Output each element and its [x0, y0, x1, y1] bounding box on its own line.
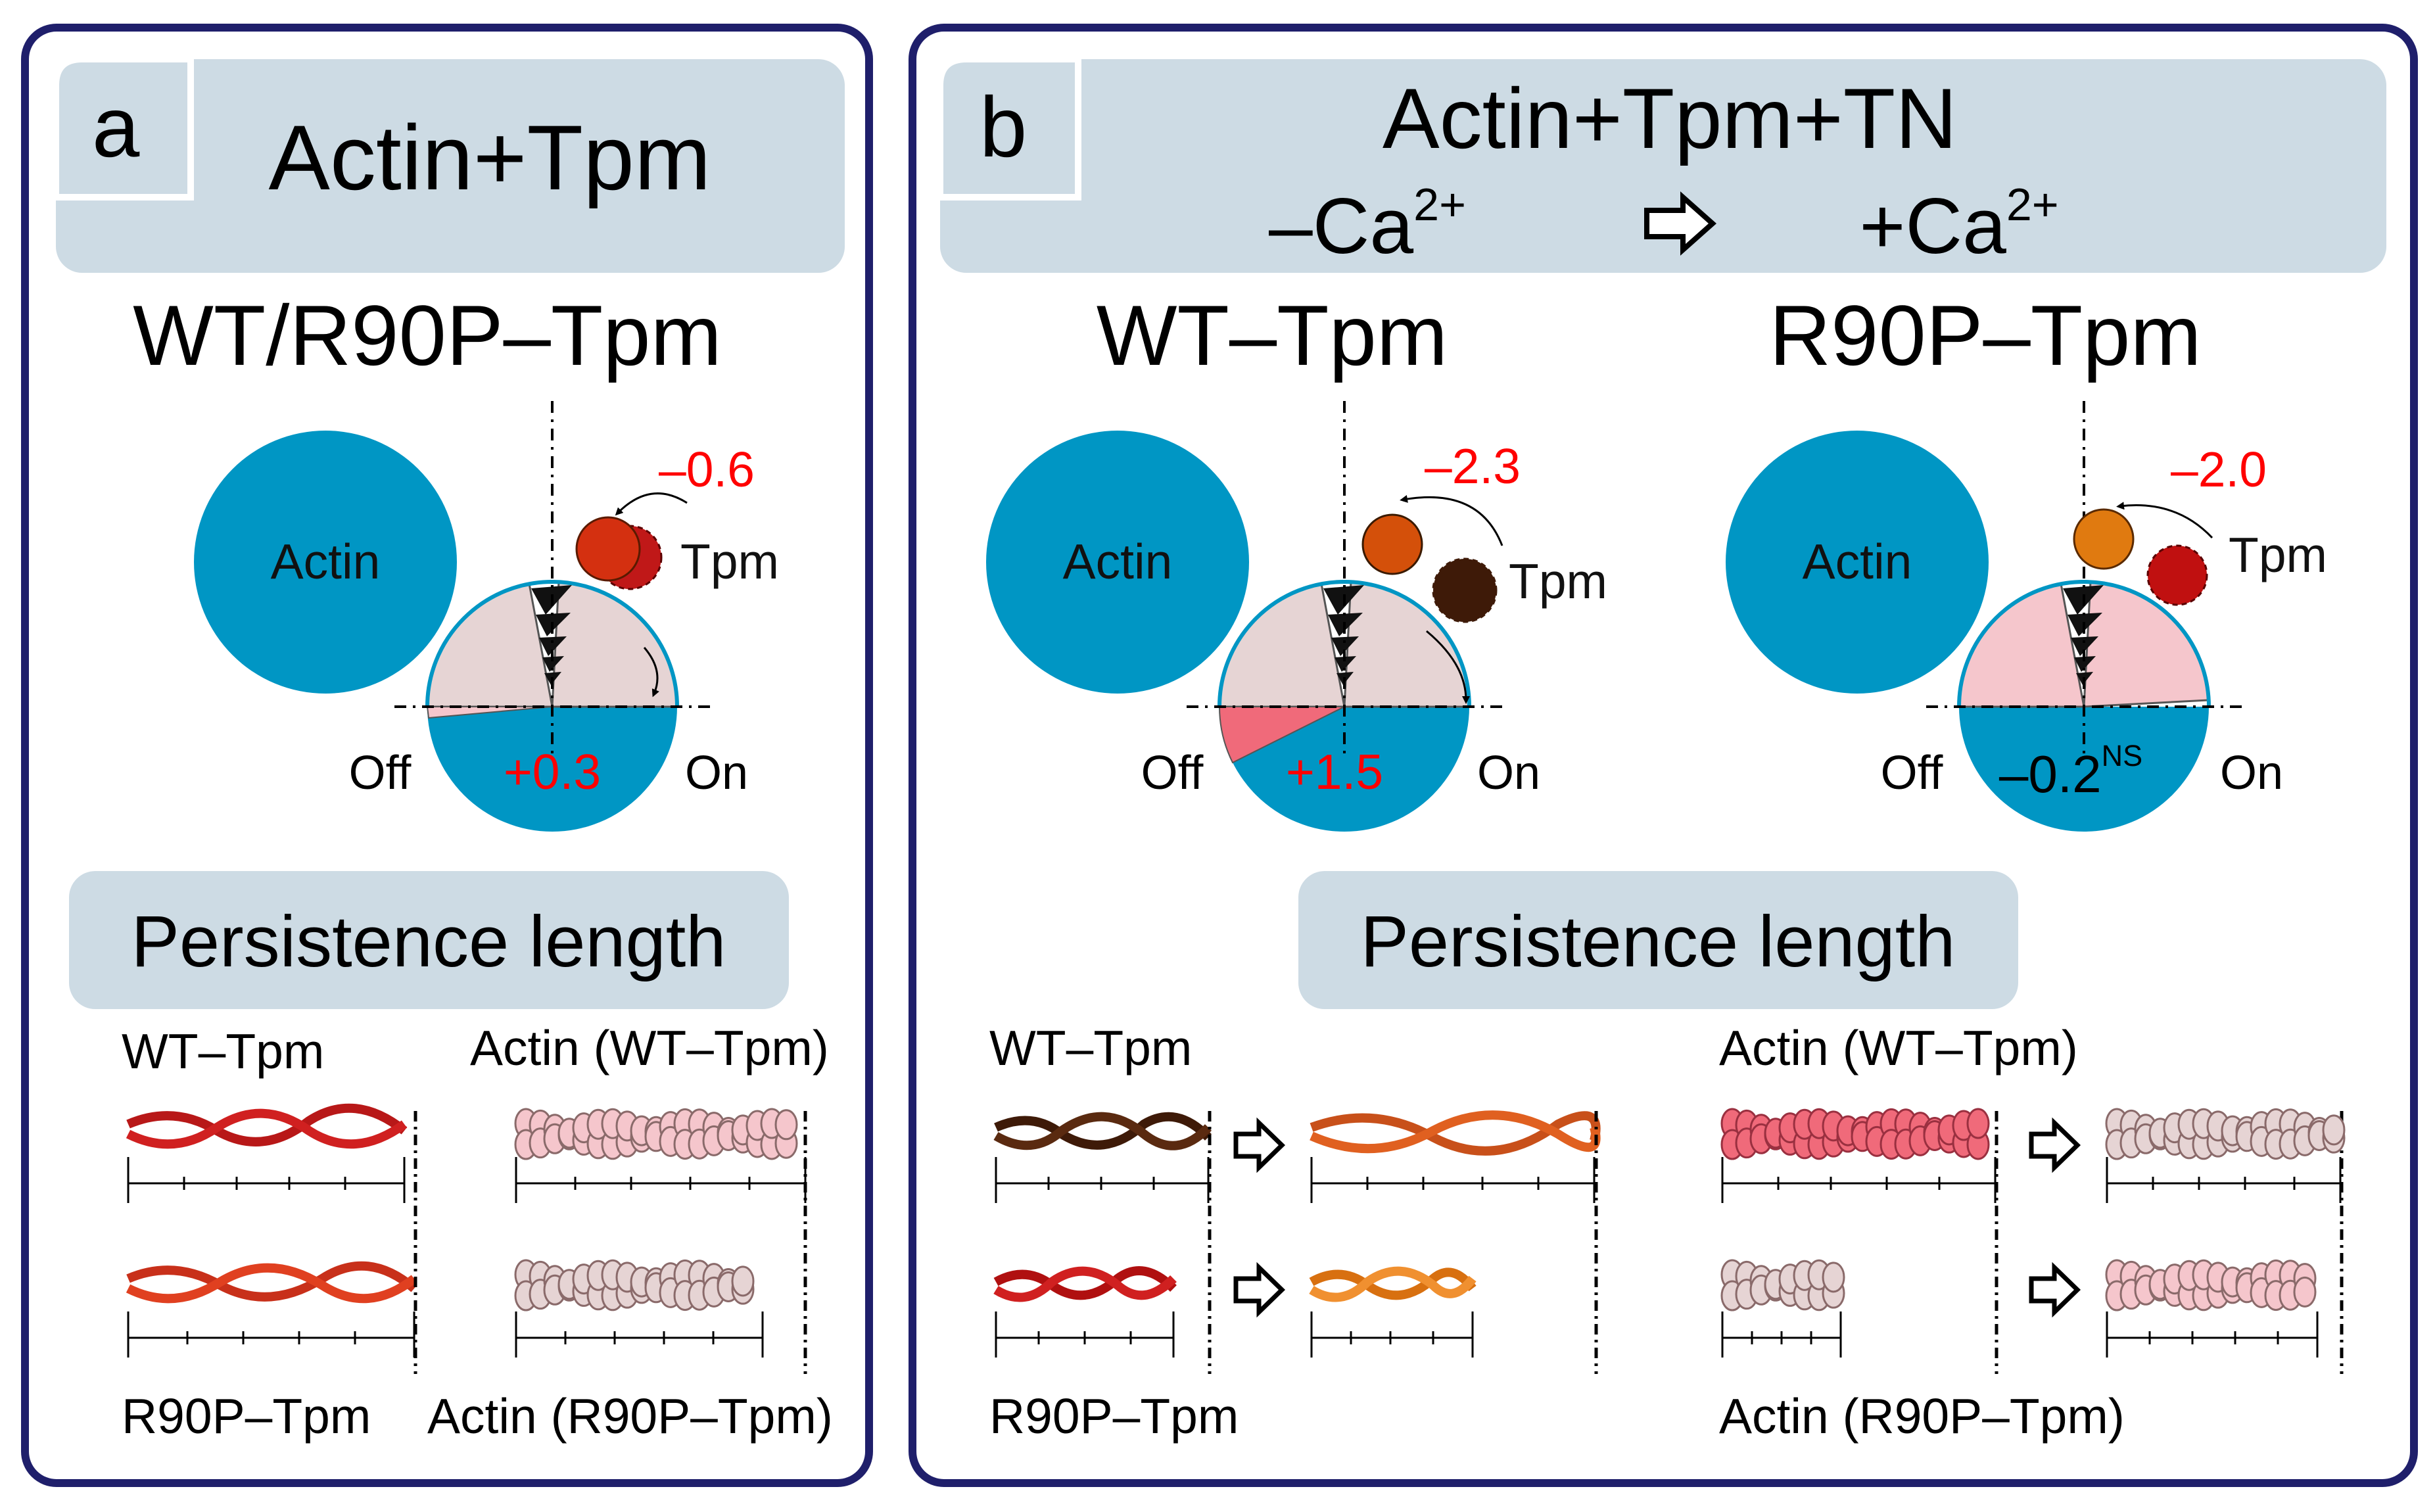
actin-shift-value: +1.5: [1286, 744, 1383, 799]
panel-a: a Actin+Tpm WT/R90P–Tpm Actin: [21, 24, 873, 1487]
sector-off-shift: [426, 706, 553, 719]
panel-b-r90p-schematic: Actin –2.0 Tpm Off On –0.2NS: [1726, 401, 2327, 832]
label-actin-wt: Actin (WT–Tpm): [470, 1020, 829, 1075]
panel-a-persistence-title: Persistence length: [131, 901, 726, 982]
actin-monomer: [731, 1265, 755, 1297]
panel-a-letter-box: [53, 56, 194, 201]
filament-r90p-tpm-plus-ca: [1309, 1266, 1477, 1302]
panel-b-header: [940, 59, 2386, 273]
actin-monomer: [2322, 1114, 2346, 1146]
label-wt-tpm: WT–Tpm: [989, 1020, 1192, 1075]
label-actin-r90p: Actin (R90P–Tpm): [1719, 1388, 2125, 1444]
actin-circle: [1726, 431, 1989, 694]
tpm-circle-before: [1432, 557, 1498, 623]
disk-rim: [1218, 580, 1471, 707]
panel-b-wt-subtitle: WT–Tpm: [1097, 287, 1448, 383]
tpm-circle-after: [2073, 508, 2135, 570]
off-label: Off: [1881, 747, 1944, 799]
plus-ca-label: +Ca2+: [1859, 179, 2058, 270]
actin-monomer: [2293, 1276, 2317, 1308]
tpm-shift-value: –2.0: [2171, 442, 2267, 497]
actin-shift-value: –0.2NS: [1999, 739, 2142, 803]
panel-a-schematic: Actin –0.6 Tpm Off: [194, 401, 779, 832]
label-r90p-tpm: R90P–Tpm: [989, 1388, 1239, 1444]
panel-a-header: [56, 59, 845, 273]
tpm-label: Tpm: [680, 534, 779, 589]
actin-monomer: [1966, 1108, 1990, 1139]
filament-r90p-tpm: [126, 1261, 417, 1304]
tpm-circle-before: [2146, 544, 2208, 606]
panel-a-persistence-box: [69, 871, 789, 1009]
rotation-arrow: [643, 647, 659, 697]
off-label: Off: [349, 747, 412, 799]
end-markers-b: [1208, 1111, 2344, 1374]
rulers-b-actin: [1721, 1157, 2342, 1358]
on-label: On: [685, 747, 748, 799]
panel-b-title: Actin+Tpm+TN: [1383, 70, 1957, 166]
panel-b-letter-box: [937, 56, 1081, 201]
actin-monomer: [774, 1109, 798, 1141]
tpm-label: Tpm: [1509, 554, 1607, 609]
on-label: On: [1477, 747, 1540, 799]
transition-arrow: [1644, 191, 1717, 256]
panel-b-persistence-box: [1298, 871, 2018, 1009]
tpm-circle-after: [1361, 513, 1423, 575]
rotation-arrow: [1426, 630, 1470, 704]
tpm-shift-value: –0.6: [659, 442, 755, 497]
actin-wt-minus-ca-filament: [1720, 1108, 1990, 1160]
panel-b: b Actin+Tpm+TN –Ca2+ +Ca2+ WT–Tpm R90P–T…: [909, 24, 2418, 1487]
actin-circle: [986, 431, 1249, 694]
actin-filaments-a: [514, 1108, 798, 1311]
tpm-shift-arrow: [1400, 495, 1503, 546]
filament-wt-tpm-plus-ca: [1310, 1110, 1601, 1156]
actin-r90p-plus-ca-filament: [2105, 1259, 2317, 1311]
actin-label: Actin: [271, 534, 381, 589]
actin-shift-value: +0.3: [504, 744, 601, 799]
disk-rim: [1957, 580, 2211, 707]
label-actin-r90p: Actin (R90P–Tpm): [427, 1388, 833, 1444]
ruler-a-actin-wt: [515, 1157, 807, 1203]
actin-monomer: [1822, 1262, 1845, 1293]
actin-filaments-b: [1720, 1108, 2346, 1311]
panel-b-r90p-subtitle: R90P–Tpm: [1769, 287, 2202, 383]
actin-disk-lower: [1959, 707, 2209, 832]
label-wt-tpm: WT–Tpm: [122, 1024, 324, 1079]
tpm-circle-after: [575, 516, 641, 582]
panel-b-wt-schematic: Actin –2.3 Tpm Off On +1.5: [986, 401, 1607, 832]
panel-b-letter: b: [980, 79, 1027, 175]
actin-wt-plus-ca-filament: [2105, 1108, 2346, 1160]
actin-label: Actin: [1803, 534, 1912, 589]
tpm-label: Tpm: [2229, 527, 2327, 582]
tpm-shift-value: –2.3: [1425, 438, 1521, 494]
off-label: Off: [1141, 747, 1204, 799]
actin-disk-lower: [427, 707, 677, 832]
disk-rim: [425, 580, 679, 707]
label-actin-wt: Actin (WT–Tpm): [1719, 1020, 2078, 1075]
ruler-a-actin-r90p: [515, 1311, 764, 1358]
panel-a-letter: a: [92, 79, 140, 175]
actin-label: Actin: [1063, 534, 1173, 589]
tpm-shift-arrow: [615, 492, 688, 516]
tpm-shift-arrow: [2116, 502, 2213, 539]
rulers-b-tpm: [995, 1157, 1596, 1358]
ruler-a-wt: [127, 1157, 406, 1203]
filament-wt-tpm-minus-ca: [993, 1112, 1212, 1150]
label-r90p-tpm: R90P–Tpm: [122, 1388, 371, 1444]
panel-b-persistence-title: Persistence length: [1361, 901, 1956, 982]
panel-a-subtitle: WT/R90P–Tpm: [133, 287, 722, 383]
minus-ca-label: –Ca2+: [1269, 179, 1466, 270]
filament-r90p-tpm-minus-ca: [993, 1266, 1177, 1302]
actin-circle: [194, 431, 457, 694]
panel-b-frame: [909, 24, 2418, 1487]
on-label: On: [2220, 747, 2283, 799]
tpm-transition-arrows: [1233, 1117, 2081, 1318]
actin-r90p-minus-ca-filament: [1720, 1259, 1845, 1311]
panel-a-title: Actin+Tpm: [269, 106, 711, 209]
filament-wt-tpm: [126, 1103, 408, 1149]
actin-r90p-filament: [514, 1259, 755, 1311]
actin-wt-filament: [514, 1108, 798, 1160]
